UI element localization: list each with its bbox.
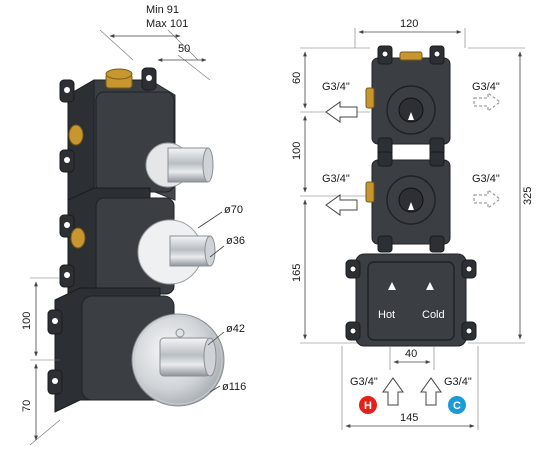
dim-145-label: 145: [400, 412, 418, 424]
diam-70-label: ø70: [224, 204, 243, 216]
middle-module: [59, 187, 216, 303]
cold-label: Cold: [422, 309, 445, 321]
port-mid-right: G3/4": [472, 173, 500, 185]
dim-100-left-label: 100: [21, 312, 33, 330]
front-view: 120 60 100 165 325: [291, 18, 534, 430]
dim-70-label: 70: [21, 400, 33, 412]
diam-42-label: ø42: [226, 323, 245, 335]
dim-120-label: 120: [400, 18, 418, 30]
cold-badge-letter: C: [453, 400, 461, 412]
height-dimensions: [29, 277, 61, 446]
dim-100-right-label: 100: [291, 142, 303, 160]
dim-depth-label: 50: [178, 43, 190, 55]
port-top-right: G3/4": [472, 81, 500, 93]
dim-165-label: 165: [291, 264, 303, 282]
upper-module: [59, 67, 214, 206]
hot-badge: [359, 396, 377, 414]
port-mid-left: G3/4": [322, 173, 350, 185]
diameter-leaders: [197, 211, 225, 393]
isometric-view: Min 91 Max 101 50: [21, 4, 246, 446]
dim-40-label: 40: [405, 348, 417, 360]
dim-60-label: 60: [291, 72, 303, 84]
front-upper-module: [365, 45, 451, 157]
port-cold-in: G3/4": [444, 376, 472, 388]
cold-badge: [448, 396, 466, 414]
diam-36-label: ø36: [226, 235, 245, 247]
dim-min-label: Min 91: [146, 4, 179, 16]
hot-badge-letter: H: [364, 400, 372, 412]
dim-325-label: 325: [522, 187, 534, 205]
lower-module: [47, 287, 225, 413]
diam-116-label: ø116: [222, 381, 246, 393]
front-middle-module: [365, 151, 451, 253]
front-lower-module: [345, 253, 477, 347]
dim-max-label: Max 101: [146, 18, 188, 30]
outlet-arrows: [325, 92, 501, 216]
port-top-left: G3/4": [322, 81, 350, 93]
port-hot-in: G3/4": [350, 376, 378, 388]
cold-inlet-arrow: [420, 377, 442, 406]
hot-label: Hot: [378, 309, 395, 321]
hot-inlet-arrow: [382, 377, 404, 406]
depth-dimension: [99, 29, 211, 81]
